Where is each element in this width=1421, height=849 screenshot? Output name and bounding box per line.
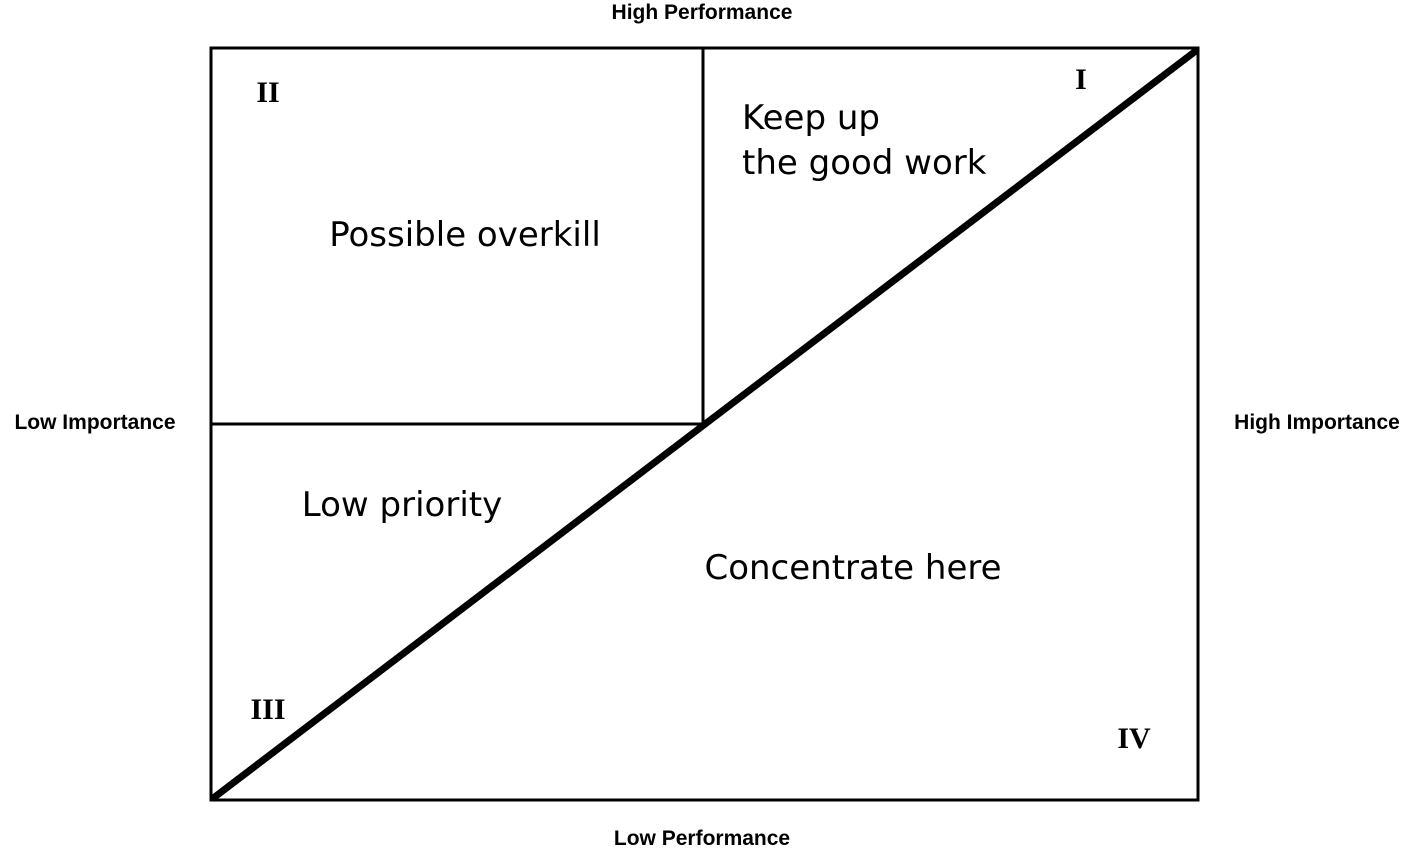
axis-label-bottom: Low Performance (614, 827, 790, 849)
diagonal-line (209, 47, 1200, 802)
quadrant-label-i-line2: the good work (742, 143, 987, 183)
axis-label-left: Low Importance (14, 411, 175, 434)
axis-label-top: High Performance (612, 1, 793, 24)
quadrant-numeral-i: I (1075, 63, 1087, 96)
axis-label-right: High Importance (1234, 411, 1400, 434)
quadrant-numeral-iii: III (250, 693, 285, 726)
quadrant-label-ii: Possible overkill (329, 215, 601, 255)
quadrant-label-i-line1: Keep up (742, 98, 880, 138)
quadrant-numeral-ii: II (256, 76, 279, 109)
quadrant-label-iv: Concentrate here (704, 548, 1001, 588)
quadrant-label-iii: Low priority (302, 485, 502, 525)
quadrant-numeral-iv: IV (1117, 722, 1151, 755)
